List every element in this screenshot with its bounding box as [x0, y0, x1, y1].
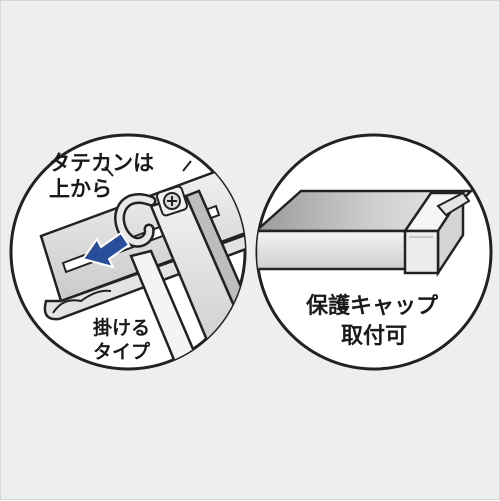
caption-line-2: タイプ [93, 341, 151, 363]
callout-line-2: 上から [49, 177, 112, 201]
callout-line-1: タテカンは [49, 151, 154, 175]
end-cap [402, 188, 471, 278]
feature-caption-line-1: 保護キャップ [306, 294, 439, 319]
caption-line-1: 掛ける [93, 317, 151, 339]
arrow-down-left-icon [81, 231, 131, 269]
feature-caption-line-2: 取付可 [341, 324, 408, 349]
phillips-screw-icon [155, 185, 189, 217]
protective-cap-illustration [257, 188, 475, 278]
